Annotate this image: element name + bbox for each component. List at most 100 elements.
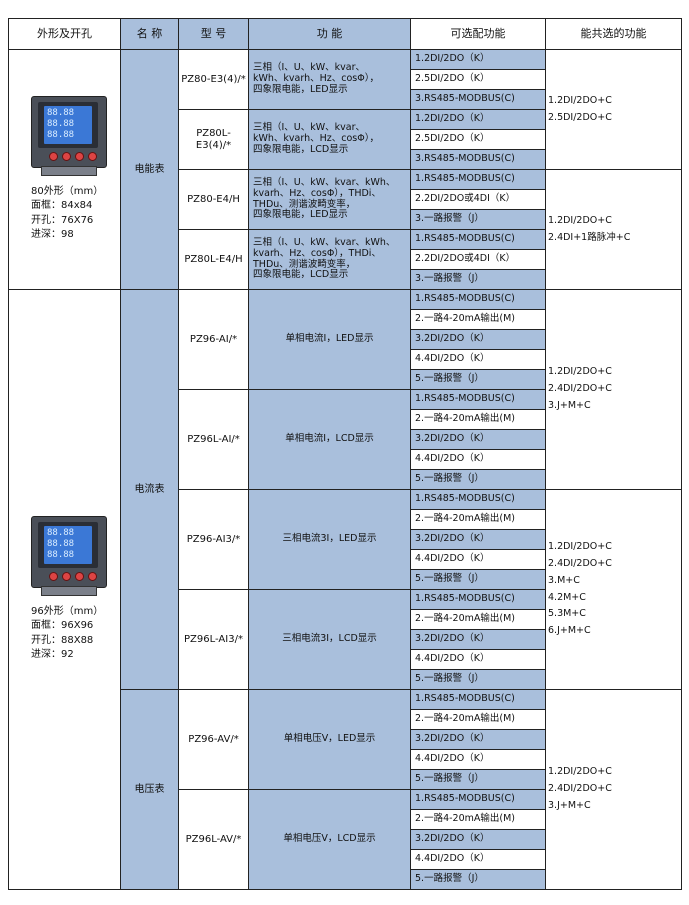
- function-line: 三相电流3I，LCD显示: [282, 633, 377, 645]
- option-cell: 3.2DI/2DO（K）: [410, 629, 546, 650]
- meter-digit-readout: 88.88: [47, 538, 75, 549]
- table-row: 3.2DI/2DO（K）: [9, 629, 682, 650]
- meter-digit-readout: 88.88: [47, 107, 75, 118]
- function-line: 四象限电能，LCD显示: [253, 269, 349, 281]
- option-cell: 4.4DI/2DO（K）: [410, 349, 546, 370]
- function-line: 单相电流I，LED显示: [285, 333, 374, 345]
- function-line: kvarh、Hz、cosΦ），THDi、: [253, 247, 381, 259]
- function-line: kWh、kvarh、Hz、cosΦ），: [253, 73, 379, 85]
- model-cell: PZ96L-AI3/*: [178, 589, 249, 690]
- shape-spec-line: 80外形（mm）: [31, 185, 104, 197]
- option-cell: 5.一路报警（J）: [410, 769, 546, 790]
- table-row: 5.一路报警（J）: [9, 869, 682, 890]
- option-cell: 2.一路4-20mA输出(M): [410, 409, 546, 430]
- meter-digit-readout: 88.88: [47, 527, 75, 538]
- option-cell: 5.一路报警（J）: [410, 369, 546, 390]
- combo-item: 1.2DI/2DO+C: [548, 214, 612, 226]
- combo-item: 2.4DI+1路脉冲+C: [548, 231, 631, 243]
- function-cell: 单相电流I，LCD显示: [248, 389, 411, 490]
- category-cell: 电压表: [120, 689, 179, 890]
- model-cell: PZ80-E4/H: [178, 169, 249, 230]
- option-cell: 1.RS485-MODBUS(C): [410, 689, 546, 710]
- table-row: 5.一路报警（J）: [9, 469, 682, 490]
- header-options: 可选配功能: [410, 18, 546, 50]
- option-cell: 2.2DI/2DO或4DI（K）: [410, 189, 546, 210]
- option-cell: 1.RS485-MODBUS(C): [410, 589, 546, 610]
- combo-item: 1.2DI/2DO+C: [548, 94, 612, 106]
- model-cell: PZ96L-AV/*: [178, 789, 249, 890]
- table-row: 3.2DI/2DO（K）: [9, 529, 682, 550]
- function-line: 三相（I、U、kW、kvar、: [253, 62, 366, 74]
- meter-digit-readout: 88.88: [47, 549, 75, 560]
- header-shape: 外形及开孔: [8, 18, 121, 50]
- function-cell: 三相电流3I，LCD显示: [248, 589, 411, 690]
- combo-item: 6.J+M+C: [548, 625, 591, 637]
- option-cell: 1.RS485-MODBUS(C): [410, 169, 546, 190]
- table-row: 4.4DI/2DO（K）: [9, 749, 682, 770]
- meter-digit-readout: 88.88: [47, 118, 75, 129]
- option-cell: 3.RS485-MODBUS(C): [410, 149, 546, 170]
- header-function: 功 能: [248, 18, 411, 50]
- option-cell: 1.RS485-MODBUS(C): [410, 289, 546, 310]
- function-cell: 三相（I、U、kW、kvar、kWh、kvarh、Hz、cosΦ），四象限电能，…: [248, 49, 411, 110]
- function-line: 单相电流I，LCD显示: [285, 433, 374, 445]
- function-line: kvarh、Hz、cosΦ），THDi、: [253, 187, 381, 199]
- table-row: 5.一路报警（J）: [9, 669, 682, 690]
- function-line: 单相电压V，LED显示: [283, 733, 376, 745]
- combo-item: 3.J+M+C: [548, 399, 591, 411]
- category-cell: 电能表: [120, 49, 179, 290]
- table-row: 2.一路4-20mA输出(M): [9, 809, 682, 830]
- option-cell: 1.RS485-MODBUS(C): [410, 789, 546, 810]
- model-cell: PZ80-E3(4)/*: [178, 49, 249, 110]
- combo-item: 1.2DI/2DO+C: [548, 540, 612, 552]
- category-cell: 电流表: [120, 289, 179, 690]
- option-cell: 4.4DI/2DO（K）: [410, 749, 546, 770]
- shape-spec-line: 开孔：76X76: [31, 214, 94, 226]
- function-line: THDu、测谐波畸变率，: [253, 258, 356, 270]
- option-cell: 2.一路4-20mA输出(M): [410, 309, 546, 330]
- table-row: 2.5DI/2DO（K）: [9, 69, 682, 90]
- combo-list: 1.2DI/2DO+C 2.4DI+1路脉冲+C: [548, 214, 679, 244]
- option-cell: 5.一路报警（J）: [410, 569, 546, 590]
- option-cell: 4.4DI/2DO（K）: [410, 549, 546, 570]
- combo-item: 3.M+C: [548, 574, 580, 586]
- option-cell: 1.RS485-MODBUS(C): [410, 489, 546, 510]
- option-cell: 2.一路4-20mA输出(M): [410, 609, 546, 630]
- function-cell: 三相（I、U、kW、kvar、kWh、kvarh、Hz、cosΦ），THDi、T…: [248, 169, 411, 230]
- option-cell: 3.一路报警（J）: [410, 209, 546, 230]
- model-cell: PZ96-AI/*: [178, 289, 249, 390]
- table-row: 3.2DI/2DO（K）: [9, 429, 682, 450]
- table-row: 5.一路报警（J）: [9, 769, 682, 790]
- option-cell: 5.一路报警（J）: [410, 869, 546, 890]
- function-line: THDu、测谐波畸变率，: [253, 198, 356, 210]
- shape-spec-line: 进深：92: [31, 649, 74, 660]
- table-row: 3.RS485-MODBUS(C): [9, 89, 682, 110]
- option-cell: 3.2DI/2DO（K）: [410, 729, 546, 750]
- function-line: kWh、kvarh、Hz、cosΦ），: [253, 133, 379, 145]
- function-line: 三相（I、U、kW、kvar、kWh、: [253, 236, 396, 248]
- shape-spec-line: 面框：96X96: [31, 620, 94, 631]
- option-cell: 4.4DI/2DO（K）: [410, 649, 546, 670]
- meter-digit-readout: 88.88: [47, 129, 75, 140]
- combo-item: 2.4DI/2DO+C: [548, 383, 612, 395]
- option-cell: 3.RS485-MODBUS(C): [410, 89, 546, 110]
- table-row: 5.一路报警（J）: [9, 369, 682, 390]
- function-line: 三相（I、U、kW、kvar、: [253, 122, 366, 134]
- function-line: 三相（I、U、kW、kvar、kWh、: [253, 176, 396, 188]
- option-cell: 3.2DI/2DO（K）: [410, 529, 546, 550]
- option-cell: 1.2DI/2DO（K）: [410, 109, 546, 130]
- option-cell: 1.RS485-MODBUS(C): [410, 229, 546, 250]
- header-model: 型 号: [178, 18, 249, 50]
- table-row: 3.一路报警（J）: [9, 209, 682, 230]
